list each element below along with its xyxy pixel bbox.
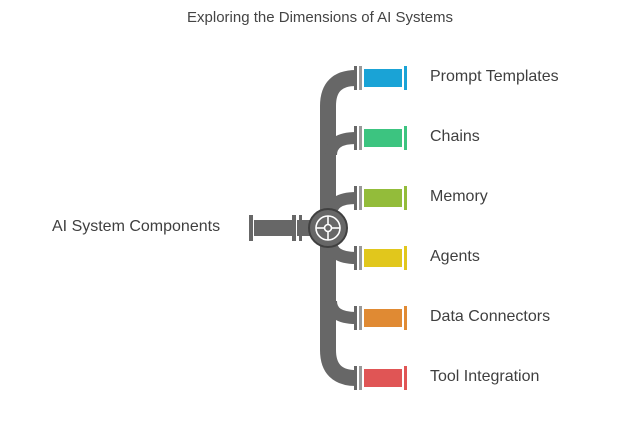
connector-color-segment	[364, 189, 402, 207]
connector-flange-outer	[354, 126, 357, 150]
connector-flange-inner	[359, 66, 362, 90]
connector-end-flange	[404, 186, 407, 210]
connector-flange-inner	[359, 306, 362, 330]
component-label-tool-integration: Tool Integration	[430, 368, 540, 385]
component-label-memory: Memory	[430, 188, 488, 205]
connector-color-segment	[364, 129, 402, 147]
hub-valve-icon	[308, 208, 348, 248]
input-pipe-segment	[254, 220, 294, 236]
connector-end-flange	[404, 306, 407, 330]
connector-flange-outer	[354, 66, 357, 90]
input-pipe-flange-right	[299, 215, 302, 241]
component-label-agents: Agents	[430, 248, 480, 265]
connector-end-flange	[404, 246, 407, 270]
connector-flange-inner	[359, 186, 362, 210]
connector-agents	[354, 246, 407, 270]
component-label-prompt-templates: Prompt Templates	[430, 68, 559, 85]
branch-pipe-chains	[325, 132, 357, 156]
connector-prompt-templates	[354, 66, 407, 90]
connector-flange-inner	[359, 126, 362, 150]
component-label-data-connectors: Data Connectors	[430, 308, 551, 325]
connector-flange-outer	[354, 306, 357, 330]
branch-connectors	[354, 66, 407, 390]
connector-flange-inner	[359, 246, 362, 270]
connector-end-flange	[404, 66, 407, 90]
connector-chains	[354, 126, 407, 150]
connector-color-segment	[364, 249, 402, 267]
diagram-title: Exploring the Dimensions of AI Systems	[187, 9, 453, 26]
connector-tool-integration	[354, 366, 407, 390]
connector-color-segment	[364, 309, 402, 327]
source-label: AI System Components	[52, 218, 221, 235]
connector-end-flange	[404, 126, 407, 150]
input-pipe-end-flange	[249, 215, 253, 241]
connector-flange-inner	[359, 366, 362, 390]
connector-flange-outer	[354, 366, 357, 390]
connector-flange-outer	[354, 186, 357, 210]
connector-color-segment	[364, 369, 402, 387]
connector-color-segment	[364, 69, 402, 87]
connector-flange-outer	[354, 246, 357, 270]
component-label-chains: Chains	[430, 128, 480, 145]
connector-memory	[354, 186, 407, 210]
connector-data-connectors	[354, 306, 407, 330]
branch-pipe-data-connectors	[325, 300, 357, 324]
input-pipe-flange	[292, 215, 296, 241]
connector-end-flange	[404, 366, 407, 390]
